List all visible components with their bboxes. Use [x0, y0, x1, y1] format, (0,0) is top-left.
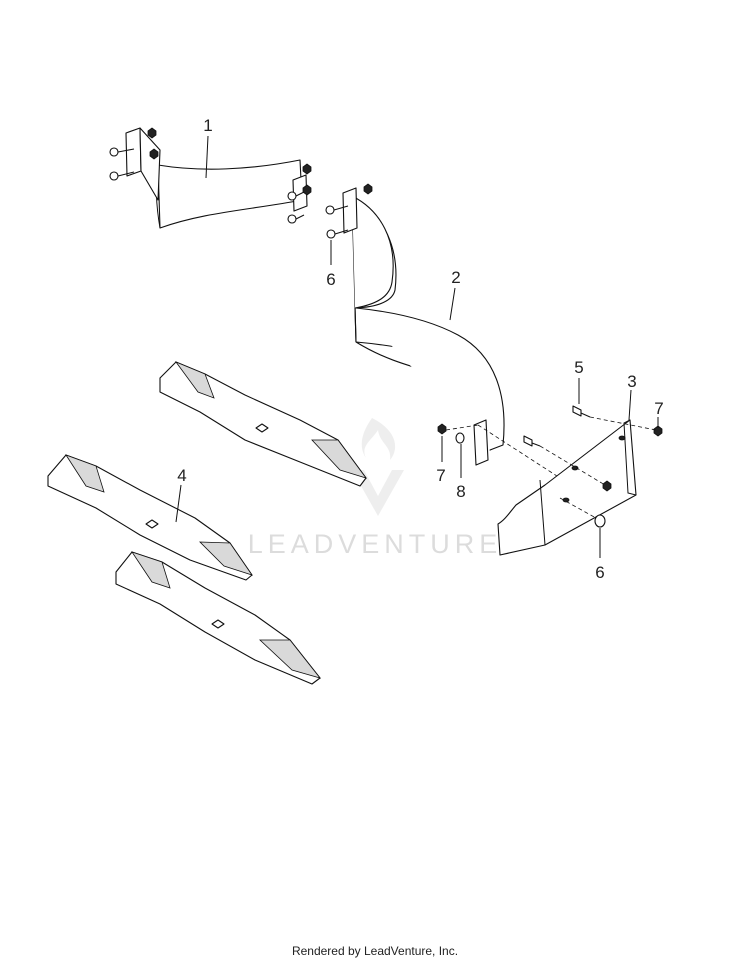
callout-7-left: 7: [436, 466, 445, 485]
bolt-icon: [109, 147, 305, 224]
blade-center-hole-icon: [211, 619, 225, 629]
blade-top: [159, 361, 368, 487]
callout-6-bottom: 6: [595, 563, 604, 582]
part-2-baffle: 6 2: [325, 183, 505, 466]
hardware-7-8: 7 8: [436, 423, 561, 501]
blade-bottom: [115, 551, 322, 685]
bolt-icon: [325, 205, 349, 239]
blade-center-hole-icon: [255, 423, 269, 433]
nut-icon: [363, 183, 373, 195]
callout-5: 5: [574, 358, 583, 377]
callout-7-right: 7: [654, 399, 663, 418]
nut-icon: [437, 423, 447, 435]
nut-icon: [147, 127, 312, 196]
callout-1: 1: [203, 116, 212, 135]
part-1-baffle: 1: [109, 116, 312, 229]
footer-credit: Rendered by LeadVenture, Inc.: [291, 944, 459, 958]
blade-middle: 4: [47, 454, 253, 581]
callout-4: 4: [177, 466, 186, 485]
callout-3: 3: [627, 372, 636, 391]
blade-center-hole-icon: [145, 519, 159, 529]
washer-icon: [455, 432, 465, 444]
callout-6-top: 6: [326, 270, 335, 289]
leadventure-watermark: LEADVENTURE: [248, 418, 503, 559]
part-3-plate: 5 3 7 6: [497, 358, 664, 582]
callout-8: 8: [456, 482, 465, 501]
flame-logo-icon: [352, 418, 404, 516]
watermark-text: LEADVENTURE: [248, 529, 503, 559]
bolt-icon: [523, 405, 606, 528]
callout-2: 2: [451, 268, 460, 287]
